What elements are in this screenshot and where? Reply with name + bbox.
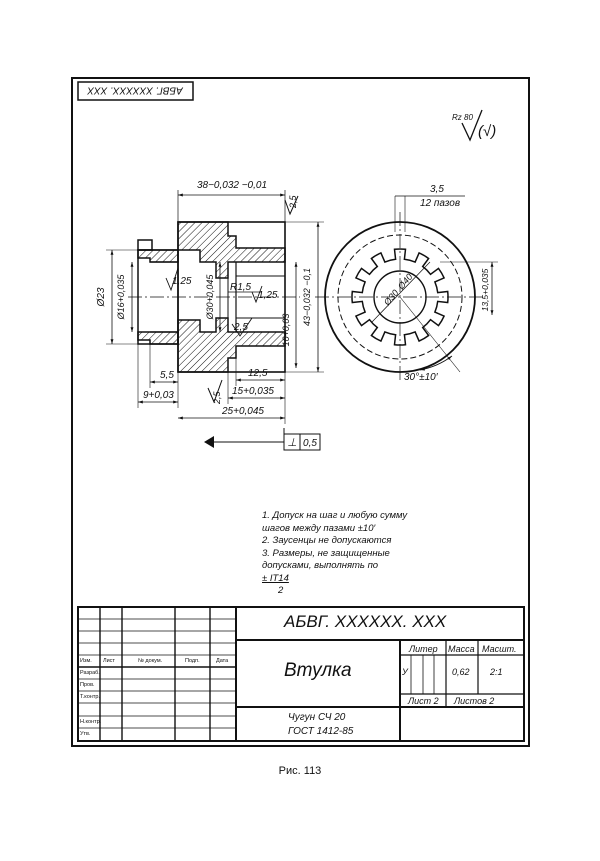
perpendicularity-value: 0,5 bbox=[303, 438, 317, 449]
tb-sheet: Лист 2 bbox=[408, 696, 439, 706]
roughness-symbol: Rz 80 (√) bbox=[452, 109, 496, 142]
note-line: 2. Заусенцы не допускаются bbox=[262, 535, 392, 546]
dim-12-5: 12,5 bbox=[248, 368, 268, 379]
tb-designation: АБВГ. XXXXXX. XXX bbox=[284, 612, 447, 631]
figure-caption: Рис. 113 bbox=[278, 765, 322, 777]
tb-row-date: Дата bbox=[216, 658, 229, 664]
section-view bbox=[128, 221, 300, 373]
dim-3-5: 3,5 bbox=[430, 184, 444, 195]
note-line: 1. Допуск на шаг и любую сумму bbox=[262, 510, 408, 521]
rough-2-5-mid: 2,5 bbox=[233, 322, 248, 333]
dim-d30: Ø30+0,045 bbox=[205, 274, 215, 321]
tb-liter-value: У bbox=[402, 667, 408, 677]
end-view: Ø30 Ø40 3,5 12 пазов 13,5+0,035 30°±10′ bbox=[315, 184, 498, 383]
dim-d16: Ø16+0,035 bbox=[116, 274, 126, 321]
dim-10: 10+0,03 bbox=[281, 314, 291, 347]
note-line: ± IT14 bbox=[262, 572, 289, 584]
tb-mass-value: 0,62 bbox=[452, 667, 470, 677]
rough-2-5-bot: 2,5 bbox=[212, 390, 222, 405]
tb-part-name: Втулка bbox=[284, 660, 352, 681]
dim-angle: 30°±10′ bbox=[404, 372, 439, 383]
dim-r1-5: R1,5 bbox=[230, 282, 252, 293]
dim-d40: Ø40 bbox=[395, 272, 414, 292]
outer-frame bbox=[71, 77, 530, 747]
corner-stamp-text: АБВГ. XXXXXX. XXX bbox=[87, 84, 184, 95]
roughness-value: Rz 80 bbox=[452, 113, 473, 122]
tb-row-razrab: Разраб. bbox=[80, 670, 100, 676]
title-block-lines bbox=[77, 606, 525, 742]
technical-notes: 1. Допуск на шаг и любую сумму шагов меж… bbox=[262, 510, 407, 598]
dim-25: 25+0,045 bbox=[221, 406, 264, 417]
tb-col-mass: Масса bbox=[448, 644, 475, 654]
tb-row-doc: № докум. bbox=[138, 658, 163, 664]
dim-38: 38−0,032 −0,01 bbox=[197, 180, 267, 191]
tb-sheets: Листов 2 bbox=[454, 696, 495, 706]
dim-d30b: Ø30 bbox=[381, 288, 400, 308]
note-line: шагов между пазами ±10′ bbox=[262, 522, 376, 534]
tb-material-1: Чугун СЧ 20 bbox=[288, 712, 346, 723]
slot-profile bbox=[351, 248, 449, 346]
tb-scale-value: 2:1 bbox=[490, 667, 503, 677]
tb-row-tkontr: Т.контр. bbox=[80, 694, 100, 700]
roughness-paren: (√) bbox=[478, 123, 496, 140]
dim-43: 43−0,032 −0,1 bbox=[302, 268, 312, 326]
tb-row-nkontr: Н.контр. bbox=[80, 719, 102, 725]
perpendicularity-symbol: ⊥ bbox=[287, 437, 297, 449]
note-line: 2 bbox=[278, 585, 284, 596]
tb-row-sign: Подп. bbox=[185, 658, 200, 664]
rough-1-25-a: 1,25 bbox=[172, 276, 192, 287]
section-dimensions: 38−0,032 −0,01 2,5 Ø23 Ø16+0,035 1,25 R1… bbox=[96, 180, 324, 451]
dim-15: 15+0,035 bbox=[232, 386, 274, 397]
tb-row-izm: Изм. bbox=[80, 658, 92, 664]
dim-13-5: 13,5+0,035 bbox=[480, 268, 490, 311]
dim-9: 9+0,03 bbox=[143, 390, 174, 401]
tb-row-prov: Пров. bbox=[80, 682, 95, 688]
slot-count: 12 пазов bbox=[420, 198, 460, 209]
dim-5-5: 5,5 bbox=[160, 370, 174, 381]
rough-2-5-top: 2,5 bbox=[288, 194, 298, 209]
rough-1-25-b: 1,25 bbox=[258, 290, 278, 301]
dim-d23: Ø23 bbox=[96, 287, 107, 307]
note-line: 3. Размеры, не защищенные bbox=[262, 547, 390, 559]
corner-stamp-box bbox=[77, 81, 194, 101]
tb-col-scale: Масшт. bbox=[482, 644, 517, 654]
tb-col-liter: Литер bbox=[409, 644, 438, 654]
tb-row-list: Лист bbox=[103, 658, 115, 664]
tb-material-2: ГОСТ 1412-85 bbox=[288, 726, 354, 737]
tb-row-utv: Утв. bbox=[80, 731, 91, 737]
note-line: допусками, выполнять по bbox=[262, 560, 379, 571]
